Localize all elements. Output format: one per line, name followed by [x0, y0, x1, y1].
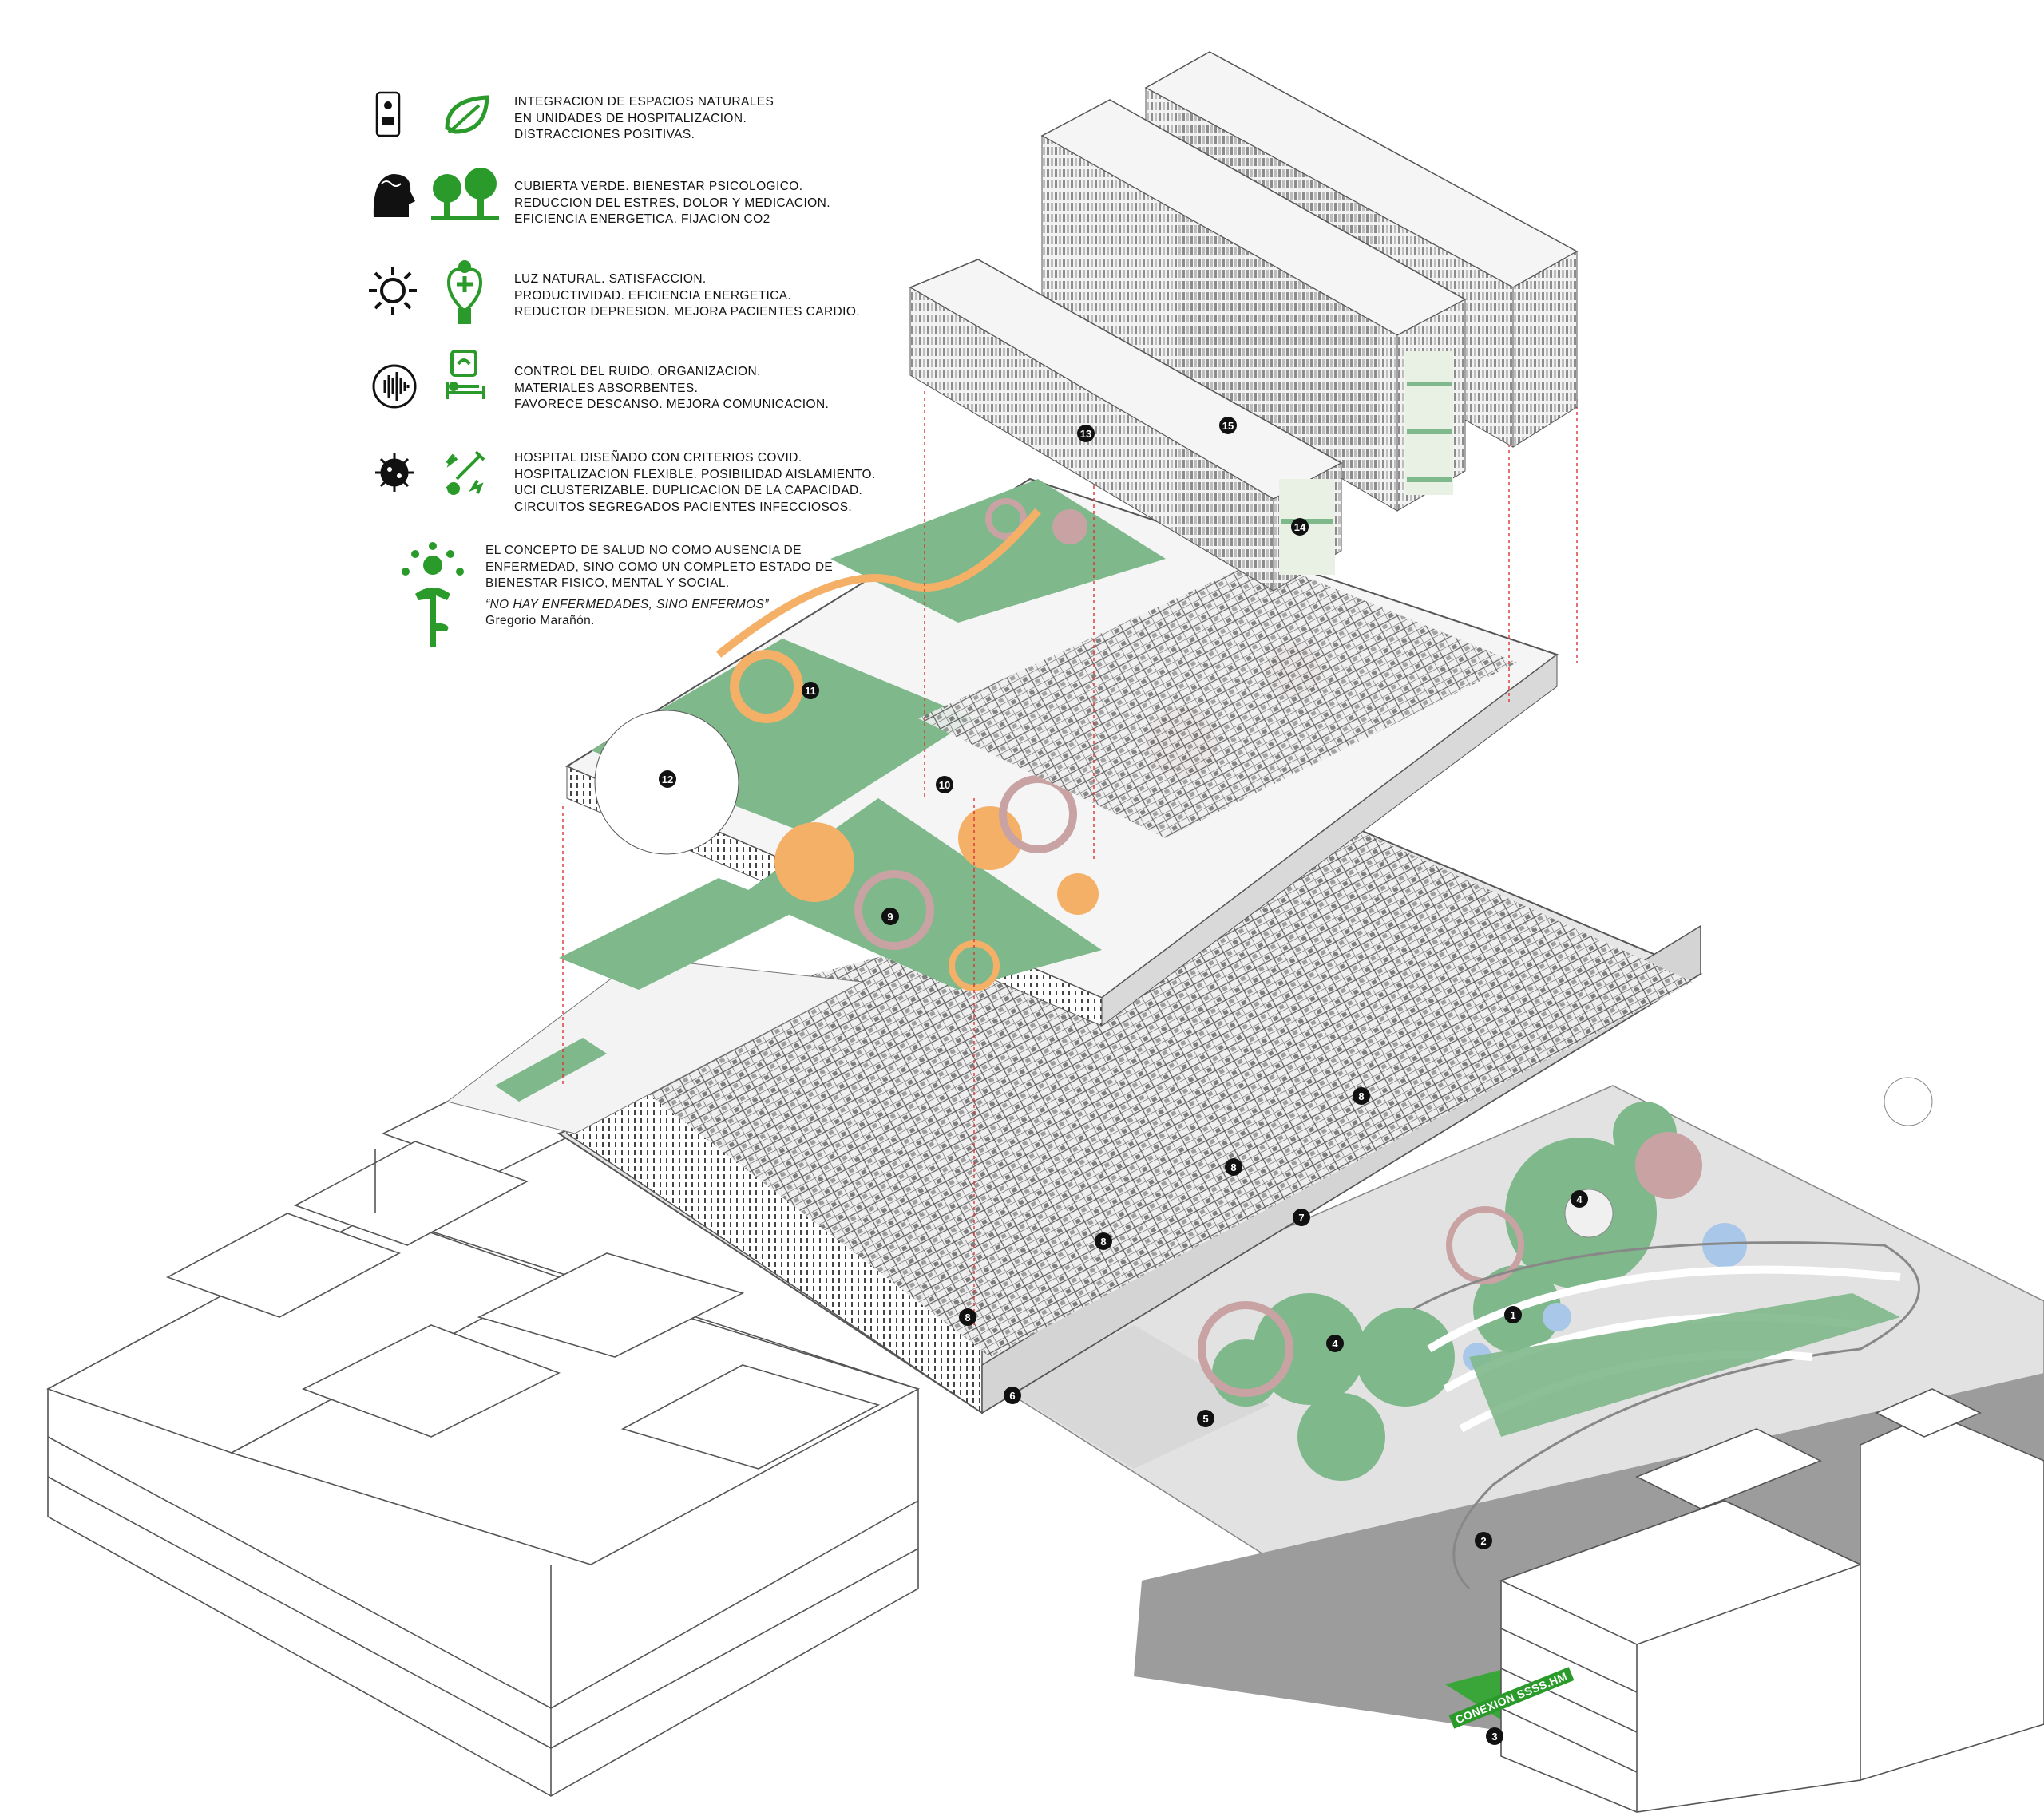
- marker-13: 13: [1077, 425, 1095, 442]
- legend-line: PRODUCTIVIDAD. EFICIENCIA ENERGETICA.: [514, 288, 792, 303]
- sun-icon: [369, 267, 417, 315]
- legend-line: FAVORECE DESCANSO. MEJORA COMUNICACION.: [514, 398, 830, 411]
- marker-8a: 8: [1353, 1087, 1370, 1105]
- legend-line: CONTROL DEL RUIDO. ORGANIZACION.: [514, 365, 761, 378]
- marker-8b: 8: [1225, 1158, 1242, 1176]
- legend-line: HOSPITAL DISEÑADO CON CRITERIOS COVID.: [514, 451, 802, 465]
- legend-row-5: HOSPITAL DISEÑADO CON CRITERIOS COVID. H…: [367, 450, 876, 516]
- marker-4b: 4: [1326, 1335, 1344, 1352]
- residential-blocks-right: [1499, 1388, 2044, 1813]
- marker-9: 9: [881, 908, 899, 925]
- trees-icon: [431, 168, 499, 220]
- marker-8c: 8: [1095, 1232, 1112, 1250]
- marker-2: 2: [1475, 1532, 1492, 1549]
- legend-line: CIRCUITOS SEGREGADOS PACIENTES INFECCIOS…: [514, 500, 853, 514]
- marker-10: 10: [936, 776, 953, 793]
- projection-lines: [562, 391, 1578, 1325]
- concept-line: BIENESTAR FISICO, MENTAL Y SOCIAL.: [485, 576, 730, 590]
- marker-1: 1: [1504, 1306, 1522, 1323]
- concept-quote: “NO HAY ENFERMEDADES, SINO ENFERMOS”: [485, 597, 769, 611]
- marker-8d: 8: [959, 1308, 976, 1326]
- legend-line: REDUCTOR DEPRESION. MEJORA PACIENTES CAR…: [514, 305, 861, 318]
- marker-7: 7: [1293, 1209, 1310, 1226]
- marker-6: 6: [1004, 1387, 1021, 1404]
- legend-line: UCI CLUSTERIZABLE. DUPLICACION DE LA CAP…: [514, 484, 863, 497]
- legend-line: REDUCCION DEL ESTRES, DOLOR Y MEDICACION…: [514, 196, 830, 210]
- marker-11: 11: [802, 682, 819, 699]
- legend-line: LUZ NATURAL. SATISFACCION.: [514, 272, 707, 286]
- head-mind-icon: [373, 174, 415, 217]
- legend-line: MATERIALES ABSORBENTES.: [514, 381, 699, 395]
- legend-line: CUBIERTA VERDE. BIENESTAR PSICOLOGICO.: [514, 180, 803, 193]
- leaf-icon: [445, 95, 489, 134]
- bed-rest-icon: [446, 350, 485, 399]
- legend-row-3: LUZ NATURAL. SATISFACCION. PRODUCTIVIDAD…: [367, 271, 860, 321]
- health-concept: EL CONCEPTO DE SALUD NO COMO AUSENCIA DE…: [399, 543, 833, 630]
- sound-wave-icon: [372, 364, 417, 409]
- marker-4a: 4: [1571, 1190, 1588, 1208]
- marker-5: 5: [1197, 1410, 1214, 1427]
- virus-icon: [375, 453, 414, 492]
- vaccine-icon: [446, 450, 485, 495]
- concept-line: EL CONCEPTO DE SALUD NO COMO AUSENCIA DE: [485, 544, 802, 557]
- marker-3: 3: [1486, 1727, 1503, 1745]
- legend-line: EN UNIDADES DE HOSPITALIZACION.: [514, 111, 747, 125]
- marker-12: 12: [659, 770, 676, 788]
- legend-line: INTEGRACION DE ESPACIOS NATURALES: [514, 95, 774, 109]
- concept-line: ENFERMEDAD, SINO COMO UN COMPLETO ESTADO…: [485, 560, 834, 574]
- legend-line: EFICIENCIA ENERGETICA. FIJACION CO2: [514, 212, 770, 226]
- legend-row-4: CONTROL DEL RUIDO. ORGANIZACION. MATERIA…: [367, 364, 829, 413]
- residential-blocks-left: [46, 1077, 921, 1797]
- legend-row-1: INTEGRACION DE ESPACIOS NATURALES EN UNI…: [367, 94, 774, 144]
- concept-author: Gregorio Marañón.: [485, 614, 595, 627]
- legend-row-2: CUBIERTA VERDE. BIENESTAR PSICOLOGICO. R…: [367, 179, 830, 228]
- hospital-base-floor: [446, 821, 1703, 1414]
- marker-14: 14: [1291, 518, 1309, 536]
- legend-line: HOSPITALIZACION FLEXIBLE. POSIBILIDAD AI…: [514, 467, 876, 481]
- legend-line: DISTRACCIONES POSITIVAS.: [514, 128, 695, 141]
- phone-patient-icon: [375, 91, 401, 137]
- tower-middle: [1040, 99, 1467, 512]
- heart-doctor-icon: [446, 260, 483, 324]
- legend-icons: [369, 91, 499, 647]
- marker-15: 15: [1219, 417, 1237, 434]
- juggling-yoga-person-icon: [402, 542, 464, 647]
